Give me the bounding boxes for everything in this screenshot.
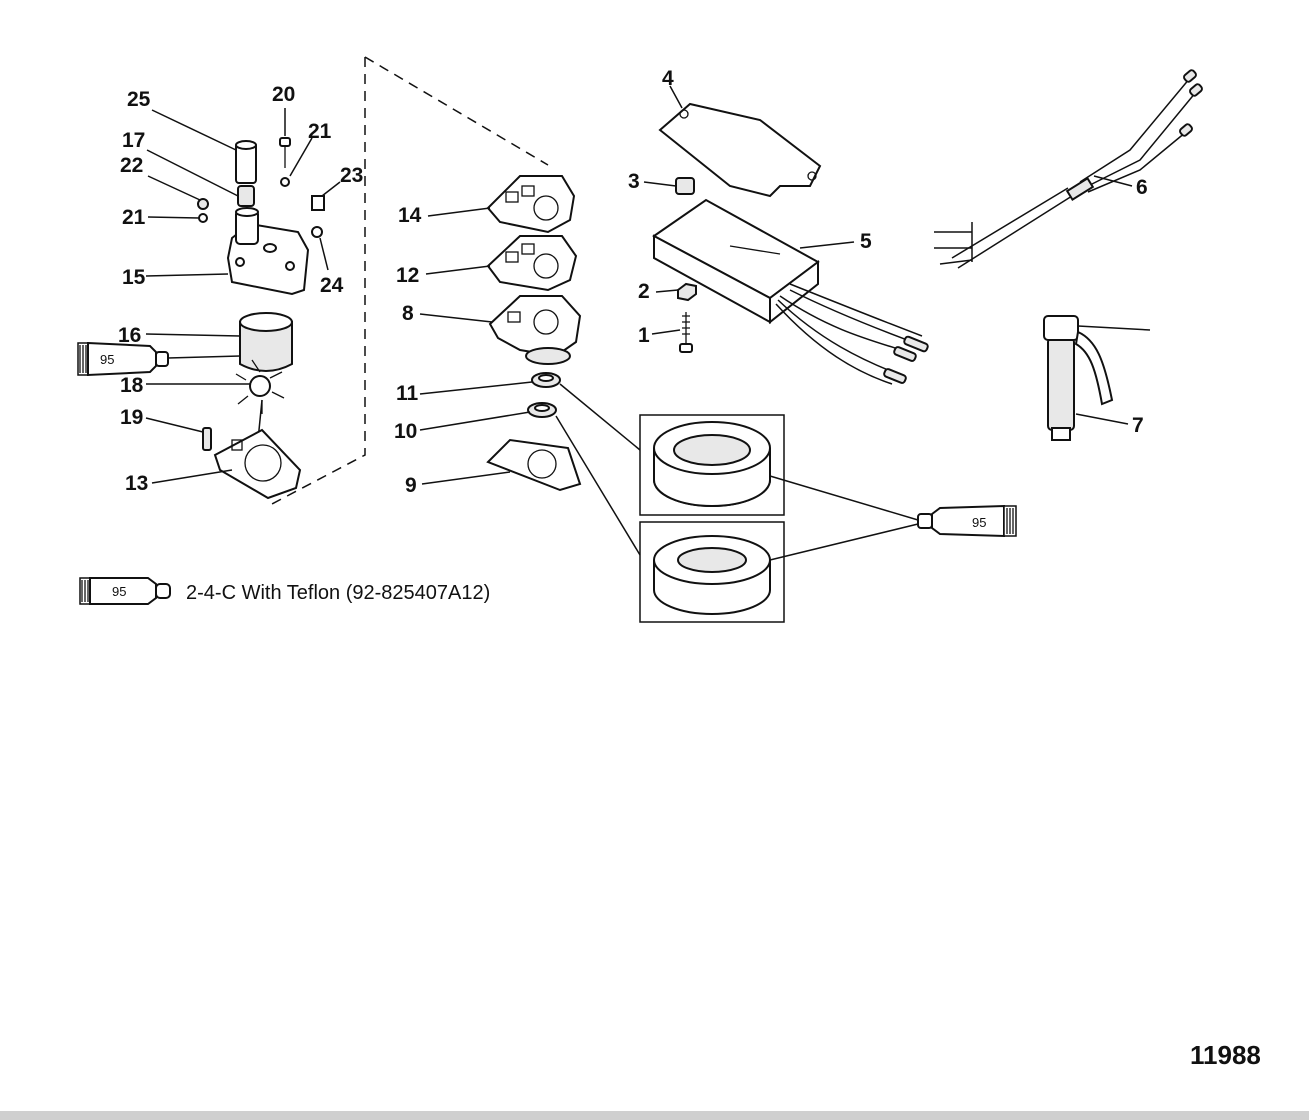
callout-19: 19 [120,406,143,429]
lubricant-tube-right-label: 95 [972,515,986,530]
part-21-washer-upper [280,177,290,187]
part-23-grommet [311,195,325,211]
callout-6: 6 [1136,176,1148,199]
callout-5: 5 [860,230,872,253]
callout-numbers: 25 20 17 21 22 23 21 15 24 16 18 19 13 1… [118,67,1148,497]
callout-23: 23 [340,164,363,187]
callout-16: 16 [118,324,141,347]
callout-20: 20 [272,83,295,106]
callout-21-upper: 21 [308,120,332,143]
part-25-sleeve [235,140,257,184]
part-6-harness [934,69,1203,269]
seal-detail-upper [639,414,785,516]
part-5-module-wires [775,283,929,385]
callout-15: 15 [122,266,146,289]
part-9-gasket [486,438,582,492]
callout-11: 11 [396,382,419,405]
callout-4: 4 [662,67,674,90]
lubricant-legend: 95 2-4-C With Teflon (92-825407A12) [79,577,490,605]
callout-14: 14 [398,204,422,227]
part-19-drive-key [202,427,212,451]
callout-22: 22 [120,154,143,177]
lubricant-tube-left: 95 [77,341,169,377]
callout-12: 12 [396,264,419,287]
part-7-grease-gun [1043,315,1151,441]
part-3-grommet [675,177,695,195]
legend-tube-label: 95 [112,584,126,599]
part-4-bracket [658,102,822,198]
part-14-plate [486,175,576,234]
part-17-grommet [237,185,255,207]
part-5-module [652,198,820,325]
part-12-plate [486,235,578,292]
part-11-seal [531,372,561,388]
seal-detail-lower [639,521,785,623]
callout-2: 2 [638,280,650,303]
callout-24: 24 [320,274,344,297]
callout-3: 3 [628,170,640,193]
callout-10: 10 [394,420,417,443]
callout-9: 9 [405,474,417,497]
part-2-nut [677,282,697,302]
part-13-gasket [213,428,302,500]
part-8-face-plate [488,295,582,365]
part-22-o-ring [197,198,209,210]
callout-leader-lines [145,85,1133,485]
lubricant-tube-right: 95 [917,504,1017,538]
page-bottom-border [0,1111,1309,1120]
part-16-insert-cup [239,312,293,372]
part-15-pump-housing [226,207,310,296]
callout-18: 18 [120,374,144,397]
legend-text: 2-4-C With Teflon (92-825407A12) [186,582,490,604]
callout-17: 17 [122,129,145,152]
part-20-screw [279,137,291,168]
callout-25: 25 [127,88,151,111]
part-18-impeller [235,359,285,441]
figure-number: 11988 [1190,1040,1261,1070]
callout-13: 13 [125,472,148,495]
assembly-dashed-lines [269,56,549,506]
part-1-screw [679,312,693,353]
callout-8: 8 [402,302,414,325]
seal-detail-leader-lines [555,383,919,561]
callout-21-lower: 21 [122,206,146,229]
lubricant-tube-left-label: 95 [100,352,114,367]
part-24-insert [311,226,323,238]
callout-1: 1 [638,324,650,347]
callout-7: 7 [1132,414,1144,437]
part-21-washer-lower [198,213,208,223]
part-10-seal [527,402,557,418]
